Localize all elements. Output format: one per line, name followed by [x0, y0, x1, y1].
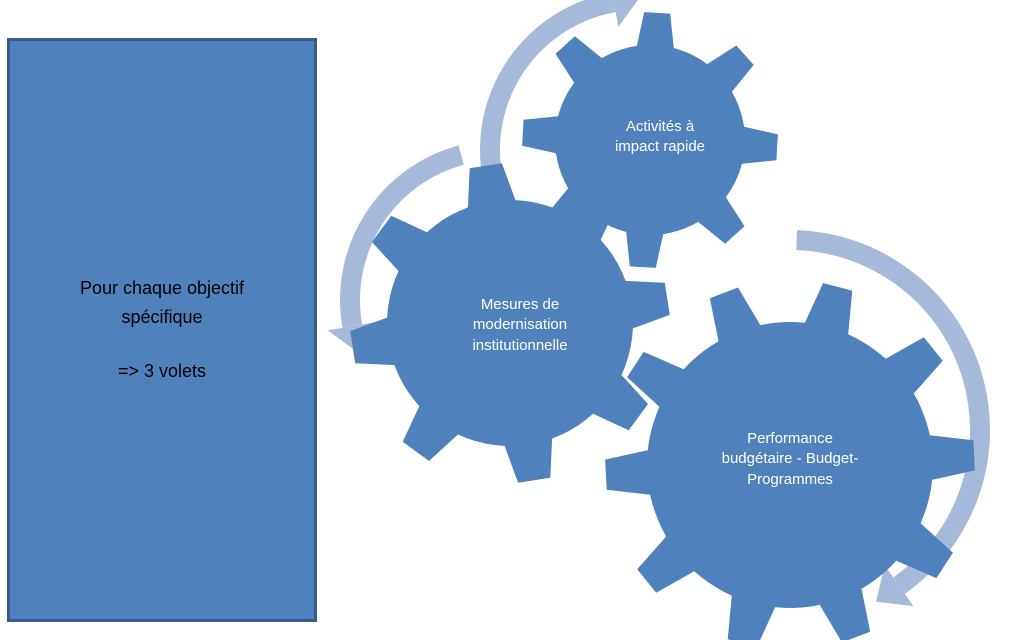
arrow-left	[340, 145, 464, 328]
cycle-arrows	[327, 0, 990, 607]
objective-line-1: Pour chaque objectif	[79, 277, 245, 298]
arrow-right	[796, 230, 990, 594]
arrow-top	[480, 0, 616, 184]
gear-label-performance: Performance budgétaire - Budget- Program…	[721, 430, 859, 488]
objective-line-2: spécifique	[121, 306, 203, 327]
arrow-top-head	[613, 0, 638, 27]
arrow-right-head	[876, 565, 914, 607]
objective-box: Pour chaque objectif spécifique => 3 vol…	[7, 38, 317, 622]
gear-label-mesures: Mesures de modernisation institutionnell…	[472, 296, 568, 354]
gear-performance	[605, 283, 975, 640]
gear-label-activites: Activités à impact rapide	[614, 118, 706, 156]
objective-line-3: => 3 volets	[117, 361, 207, 382]
gear-mesures	[350, 163, 670, 483]
gears	[350, 12, 975, 640]
